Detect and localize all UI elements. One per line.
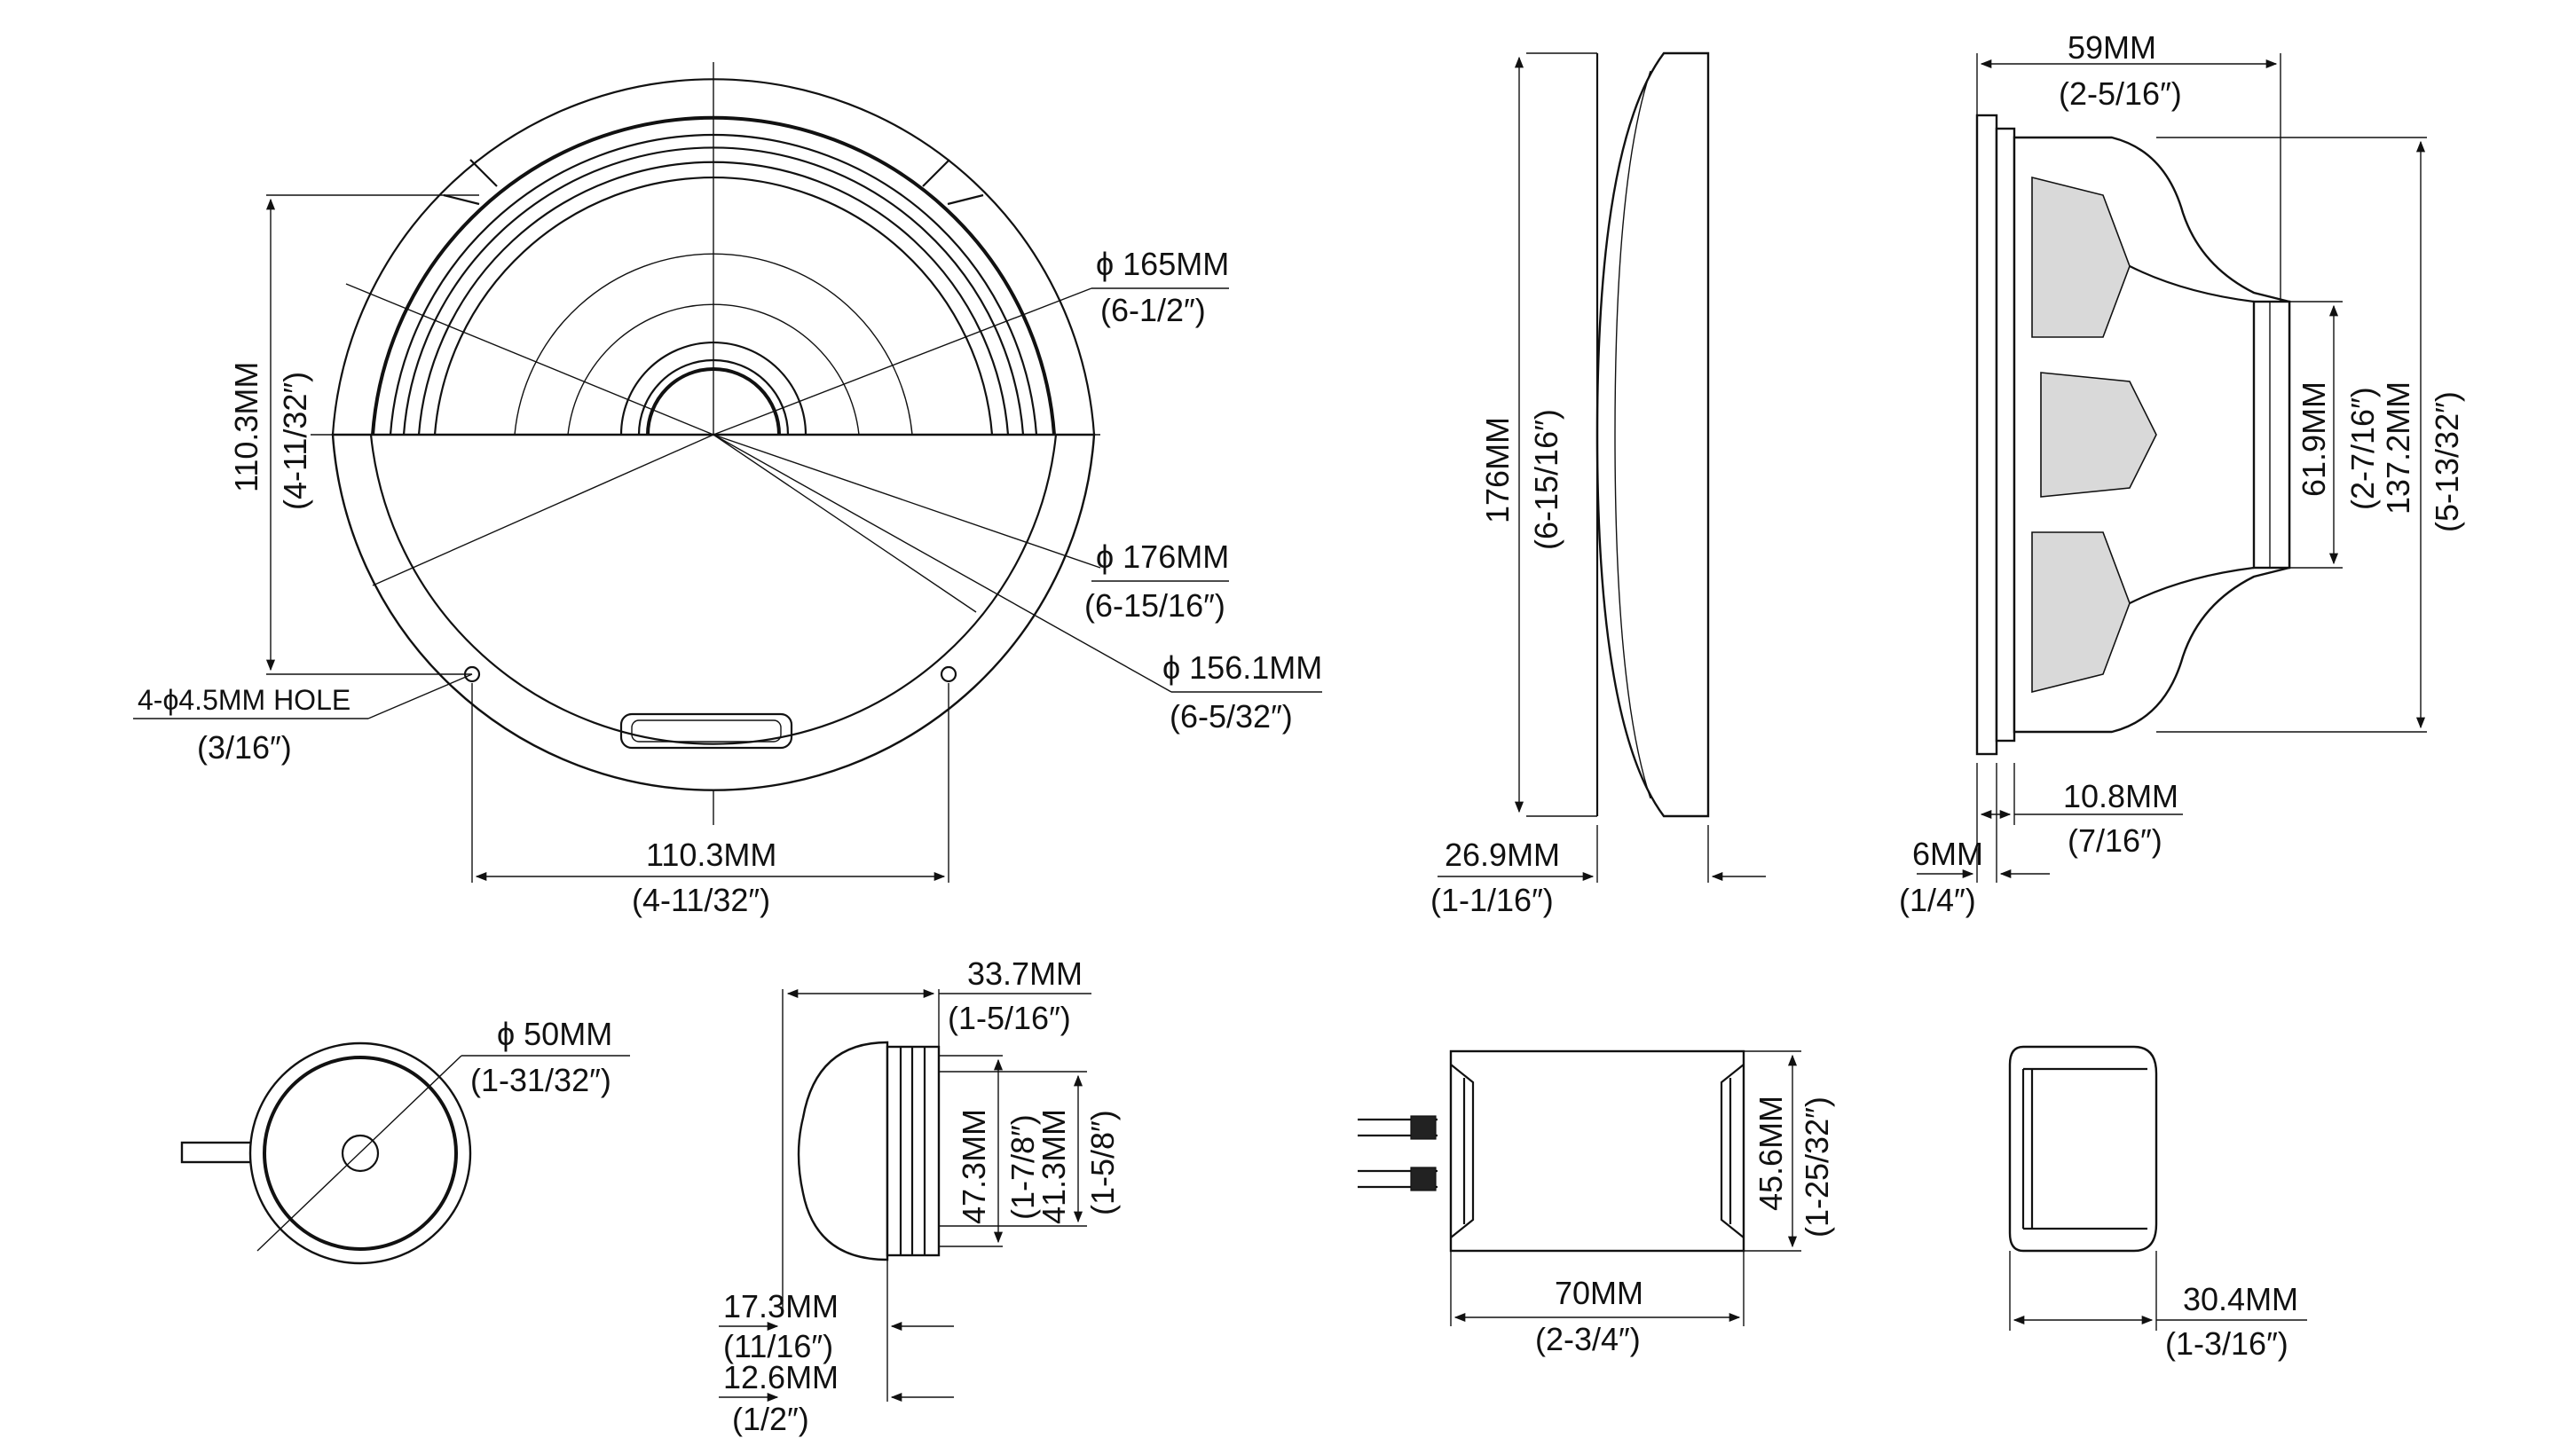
woofer-d165-label: ϕ 165MM (1096, 246, 1229, 282)
woofer-side-d10-inch-label: (7/16″) (2068, 822, 2162, 859)
woofer-side-h61-inch-label: (2-7/16″) (2344, 387, 2381, 510)
grille-h176-inch-label: (6-15/16″) (1528, 409, 1564, 550)
woofer-hole-inch-label: (3/16″) (197, 729, 292, 766)
grille-d26-label: 26.9MM (1445, 837, 1560, 873)
tweeter-d50-inch-label: (1-31/32″) (470, 1062, 611, 1098)
woofer-w110-label: 110.3MM (646, 837, 776, 873)
woofer-front-view (133, 62, 1322, 883)
woofer-d156-label: ϕ 156.1MM (1162, 649, 1322, 686)
woofer-side-h137-inch-label: (5-13/32″) (2429, 391, 2465, 532)
tweeter-d12-inch-label: (1/2″) (732, 1401, 809, 1437)
crossover-w70-label: 70MM (1555, 1275, 1643, 1311)
tweeter-h47-inch-label: (1-7/8″) (1004, 1114, 1041, 1220)
tweeter-h47-label: 47.3MM (956, 1109, 992, 1224)
crossover-h45-inch-label: (1-25/32″) (1799, 1096, 1835, 1238)
crossover-side-view (2008, 1045, 2307, 1331)
crossover-h45-label: 45.6MM (1753, 1096, 1789, 1211)
crossover-side-d30-inch-label: (1-3/16″) (2165, 1325, 2288, 1362)
crossover-side-d30-label: 30.4MM (2183, 1281, 2298, 1317)
woofer-h110-inch-label: (4-11/32″) (277, 372, 313, 510)
woofer-h110-label: 110.3MM (228, 362, 264, 492)
tweeter-front-view (180, 1041, 630, 1265)
tweeter-d17-inch-label: (11/16″) (723, 1328, 833, 1364)
tweeter-d33-label: 33.7MM (967, 955, 1083, 992)
woofer-side-h137-label: 137.2MM (2380, 381, 2416, 515)
woofer-d156-inch-label: (6-5/32″) (1170, 698, 1293, 735)
woofer-side-d10-label: 10.8MM (2063, 778, 2178, 814)
tweeter-d50-label: ϕ 50MM (497, 1016, 612, 1052)
tweeter-d17-label: 17.3MM (723, 1288, 839, 1324)
woofer-side-d6-label: 6MM (1912, 836, 1983, 872)
crossover-w70-inch-label: (2-3/4″) (1535, 1321, 1641, 1357)
woofer-side-d59-inch-label: (2-5/16″) (2059, 75, 2182, 112)
grille-d26-inch-label: (1-1/16″) (1430, 882, 1554, 918)
tweeter-side-view (719, 988, 1091, 1403)
grille-h176-label: 176MM (1479, 417, 1516, 523)
woofer-side-d6-inch-label: (1/4″) (1899, 882, 1976, 918)
tweeter-h41-inch-label: (1-5/8″) (1084, 1110, 1121, 1215)
grille-side-view (1438, 51, 1766, 883)
woofer-w110-inch-label: (4-11/32″) (632, 882, 770, 918)
woofer-side-h61-label: 61.9MM (2296, 381, 2332, 497)
woofer-hole-label: 4-ϕ4.5MM HOLE (138, 684, 351, 716)
tweeter-h41-label: 41.3MM (1036, 1109, 1072, 1224)
tweeter-d12-label: 12.6MM (723, 1359, 839, 1395)
woofer-d176-label: ϕ 176MM (1096, 538, 1229, 575)
woofer-side-view (1917, 53, 2427, 883)
crossover-top-view (1358, 1049, 1801, 1326)
woofer-d176-inch-label: (6-15/16″) (1084, 587, 1225, 624)
tweeter-d33-inch-label: (1-5/16″) (948, 1000, 1071, 1036)
woofer-side-d59-label: 59MM (2068, 29, 2156, 66)
woofer-d165-inch-label: (6-1/2″) (1100, 292, 1206, 328)
